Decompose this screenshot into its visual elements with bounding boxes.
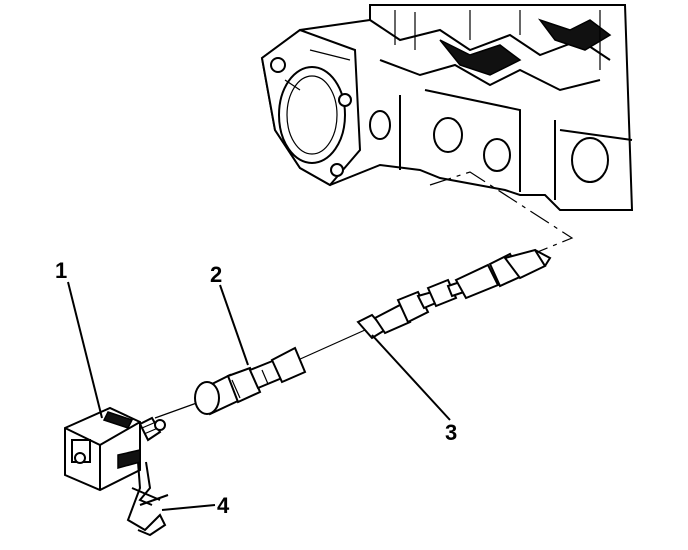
valve-body <box>260 4 634 211</box>
valve-spool <box>356 248 552 340</box>
callout-4: 4 <box>217 493 230 518</box>
installation-leader <box>429 171 574 256</box>
callout-2-leader <box>219 284 249 366</box>
callout-1: 1 <box>55 258 67 283</box>
retainer-clip <box>126 461 169 537</box>
callout-2: 2 <box>210 262 222 287</box>
callout-3-leader <box>371 334 451 421</box>
valve <box>194 346 307 416</box>
shift-solenoid <box>64 406 166 492</box>
callout-4-leader <box>161 504 216 511</box>
callout-1-leader <box>67 281 103 419</box>
callout-3: 3 <box>445 420 457 445</box>
